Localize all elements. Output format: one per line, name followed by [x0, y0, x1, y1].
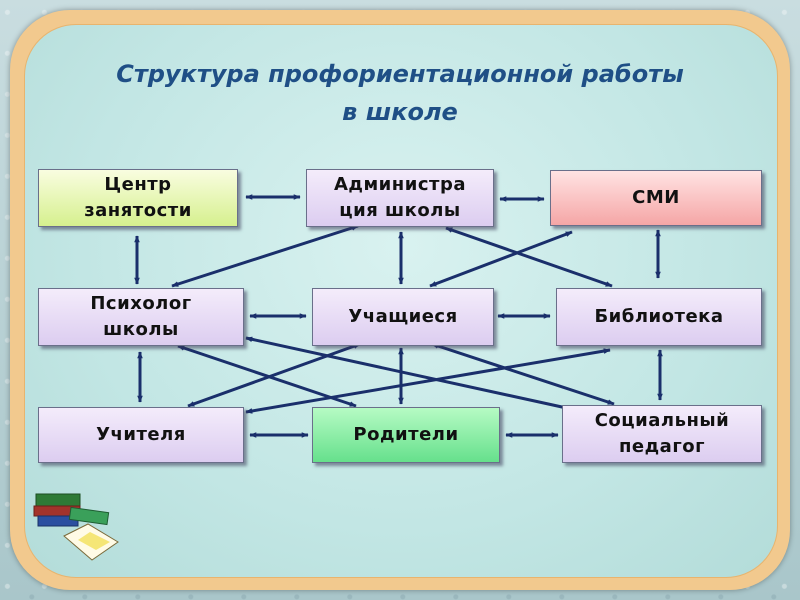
node-library: Библиотека	[556, 288, 762, 346]
node-school-administration: Администра ция школы	[306, 169, 494, 227]
edge-teachers-library	[245, 348, 611, 414]
node-students: Учащиеся	[312, 288, 494, 346]
edge-administration-library	[445, 226, 613, 288]
node-social-teacher: Социальный педагог	[562, 405, 762, 463]
edge-psychologist-administration	[171, 224, 359, 288]
node-teachers: Учителя	[38, 407, 244, 463]
books-icon	[33, 493, 119, 561]
slide-title-line-1: Структура профориентационной работы	[116, 60, 684, 88]
node-parents: Родители	[312, 407, 500, 463]
node-media: СМИ	[550, 170, 762, 226]
node-employment-center: Центр занятости	[38, 169, 238, 227]
edge-students-media	[429, 230, 573, 288]
slide-title-line-2: в школе	[342, 98, 458, 126]
node-school-psychologist: Психолог школы	[38, 288, 244, 346]
